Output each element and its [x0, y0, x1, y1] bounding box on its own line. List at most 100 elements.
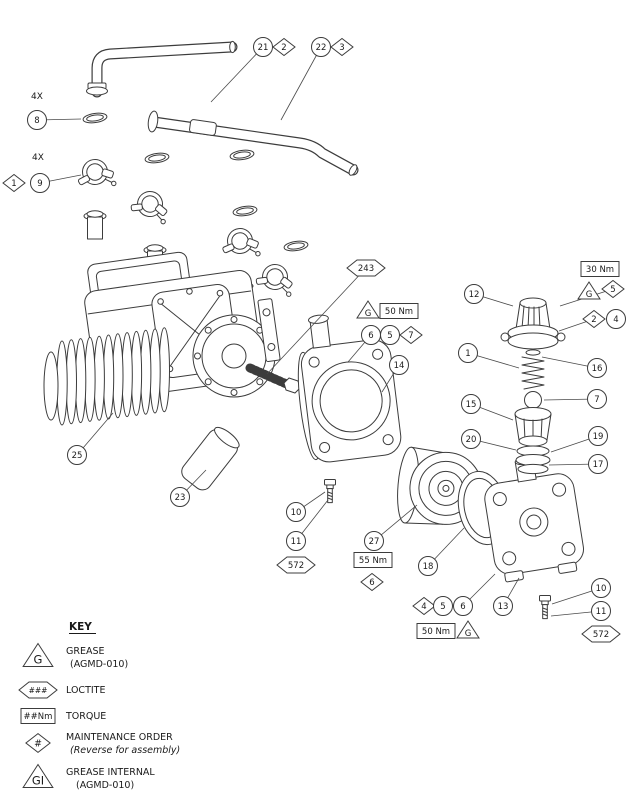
loctite-diamond-572-right: 572: [581, 625, 621, 643]
balloon-6-mid: 6: [361, 325, 381, 345]
svg-text:572: 572: [593, 630, 609, 640]
svg-text:55 Nm: 55 Nm: [359, 556, 387, 566]
key-torque-text: TORQUE: [65, 711, 106, 722]
svg-text:7: 7: [408, 331, 413, 341]
svg-text:6: 6: [369, 578, 374, 588]
balloon-21: 21: [253, 37, 273, 57]
key-maintenance-order-symbol: #: [25, 733, 51, 753]
balloon-25: 25: [67, 445, 87, 465]
order-diamond-2-pipe: 2: [272, 37, 296, 57]
order-diamond-6-filter: 6: [360, 572, 384, 592]
key-maintenance-order-text: (Reverse for assembly): [70, 745, 180, 756]
part-screw-item-10-right: [539, 595, 551, 620]
balloon-19: 19: [588, 426, 608, 446]
svg-text:5: 5: [440, 602, 445, 612]
balloon-11-mid: 11: [286, 531, 306, 551]
svg-text:1: 1: [11, 179, 16, 189]
svg-text:4: 4: [613, 315, 618, 325]
part-oring: [143, 151, 171, 165]
svg-text:243: 243: [358, 264, 374, 274]
svg-text:2: 2: [281, 43, 286, 53]
svg-text:G: G: [586, 290, 593, 300]
part-seal-rings-items-19-20-17: [515, 445, 551, 475]
part-finned-cooler-item-25: [43, 327, 171, 426]
svg-text:##Nm: ##Nm: [24, 712, 53, 722]
qty-label-4x-clamps: 4X: [32, 153, 44, 163]
balloon-6-bottom: 6: [453, 596, 473, 616]
key-grease-text: (AGMD-010): [70, 659, 128, 670]
svg-text:22: 22: [316, 43, 327, 53]
balloon-11-right: 11: [591, 601, 611, 621]
part-clamp: [219, 226, 261, 261]
svg-text:19: 19: [593, 432, 604, 442]
svg-text:572: 572: [288, 561, 304, 571]
svg-text:23: 23: [175, 493, 186, 503]
part-clamp: [74, 155, 117, 193]
svg-text:25: 25: [72, 451, 83, 461]
part-ball-item-7: [524, 391, 542, 409]
balloon-10-right: 10: [591, 578, 611, 598]
svg-text:14: 14: [394, 361, 405, 371]
order-diamond-4-bottom: 4: [412, 596, 436, 616]
part-clamp: [253, 260, 297, 298]
svg-text:11: 11: [596, 607, 607, 617]
svg-text:16: 16: [592, 364, 603, 374]
svg-text:6: 6: [368, 331, 373, 341]
key-grease-internal-text: (AGMD-010): [76, 780, 134, 791]
key-grease-symbol: G: [22, 642, 54, 667]
loctite-diamond-572-mid: 572: [276, 556, 316, 574]
order-diamond-3-pipe: 3: [330, 37, 354, 57]
svg-text:7: 7: [594, 395, 599, 405]
part-oring: [228, 148, 256, 162]
svg-text:9: 9: [37, 179, 42, 189]
svg-text:#: #: [34, 738, 42, 749]
balloon-18: 18: [418, 556, 438, 576]
svg-text:18: 18: [423, 562, 434, 572]
svg-text:G: G: [365, 309, 372, 319]
svg-text:30 Nm: 30 Nm: [586, 265, 614, 275]
svg-text:6: 6: [460, 602, 465, 612]
torque-box-50nm-mid: 50 Nm: [379, 303, 419, 319]
key-grease-internal-symbol: GI: [22, 763, 54, 788]
balloon-27: 27: [364, 531, 384, 551]
key-loctite-symbol: ###: [18, 681, 58, 699]
torque-box-50nm-bottom: 50 Nm: [416, 623, 456, 639]
balloon-8: 8: [27, 110, 47, 130]
svg-text:G: G: [465, 629, 472, 639]
svg-text:GI: GI: [32, 773, 44, 787]
svg-text:50 Nm: 50 Nm: [385, 307, 413, 317]
key-torque-symbol: ##Nm: [20, 708, 56, 724]
balloon-20: 20: [461, 429, 481, 449]
svg-text:4: 4: [421, 602, 426, 612]
key-grease-internal-text: GREASE INTERNAL: [66, 767, 155, 778]
balloon-7-right: 7: [587, 389, 607, 409]
part-spring-item-1: [521, 349, 545, 390]
balloon-22: 22: [311, 37, 331, 57]
grease-triangle-right-top: G: [577, 281, 601, 300]
svg-text:12: 12: [469, 290, 480, 300]
svg-text:G: G: [34, 652, 43, 666]
part-clamp: [128, 187, 172, 225]
key-maintenance-order-text: MAINTENANCE ORDER: [66, 732, 173, 743]
part-port-stub: [83, 210, 107, 240]
svg-text:20: 20: [466, 435, 477, 445]
svg-text:###: ###: [29, 686, 48, 695]
part-valve-cap-item-12: [500, 297, 566, 350]
svg-text:1: 1: [465, 349, 470, 359]
part-pipe-item-22: [147, 110, 359, 176]
svg-text:3: 3: [339, 43, 344, 53]
key-title: KEY: [69, 621, 92, 633]
svg-text:13: 13: [498, 602, 509, 612]
svg-text:4X: 4X: [31, 92, 43, 102]
grease-triangle-bottom: G: [456, 620, 480, 639]
svg-text:5: 5: [610, 285, 615, 295]
key-grease-text: GREASE: [66, 646, 105, 657]
svg-text:27: 27: [369, 537, 380, 547]
qty-label-4x-orings: 4X: [31, 92, 43, 102]
svg-text:4X: 4X: [32, 153, 44, 163]
svg-text:5: 5: [387, 331, 392, 341]
